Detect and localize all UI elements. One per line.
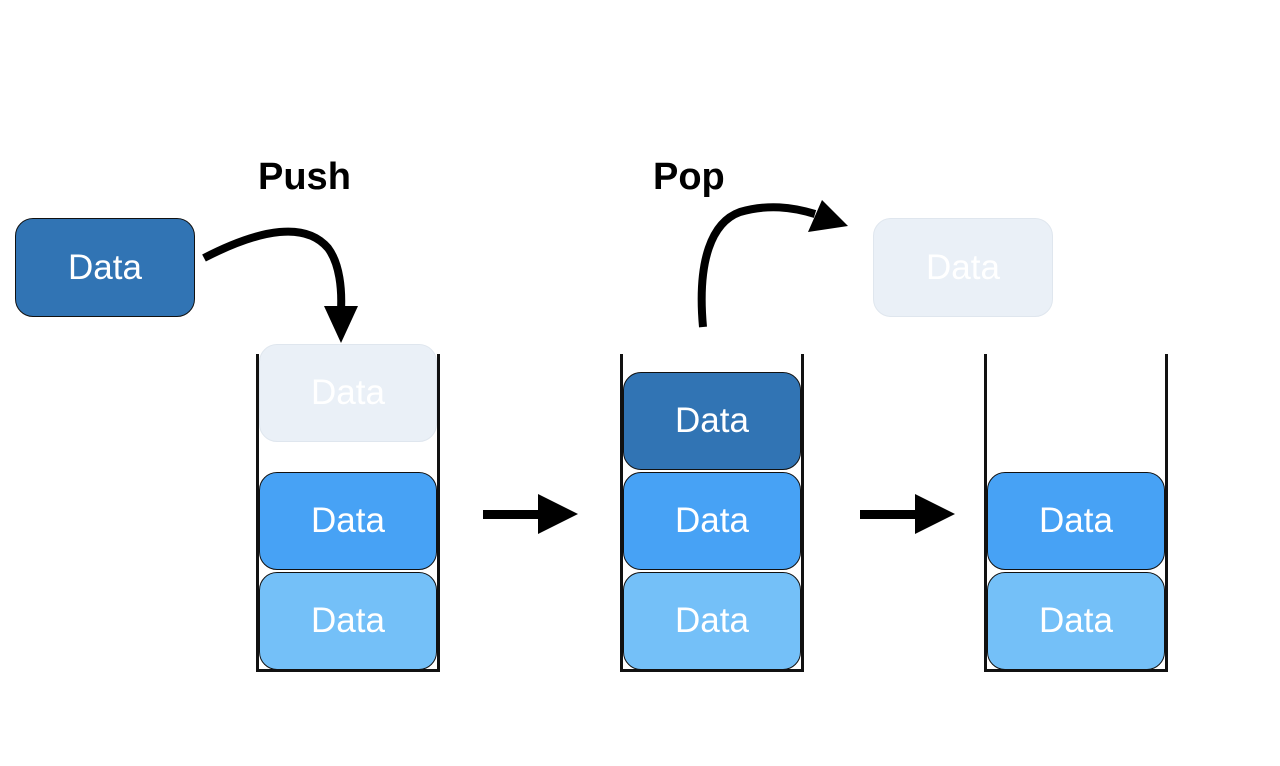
stack-container-after-pop [984, 354, 1168, 672]
incoming-data-block: Data [15, 218, 195, 317]
stack3-block-top: Data [987, 472, 1165, 570]
stack1-block-bottom: Data [259, 572, 437, 670]
push-label: Push [258, 156, 351, 198]
pop-curved-arrow [697, 200, 848, 328]
popped-data-block: Data [873, 218, 1053, 317]
stack1-block-top-ghost: Data [259, 344, 437, 442]
pop-label: Pop [653, 156, 725, 198]
stack3-block-bottom: Data [987, 572, 1165, 670]
transition-arrow-2 [860, 494, 955, 534]
transition-arrow-1 [483, 494, 578, 534]
stack1-block-middle: Data [259, 472, 437, 570]
stack2-block-bottom: Data [623, 572, 801, 670]
stack-container-after-push [620, 354, 804, 672]
stack2-block-top: Data [623, 372, 801, 470]
push-curved-arrow [202, 227, 358, 343]
stack2-block-middle: Data [623, 472, 801, 570]
stack-container-before [256, 354, 440, 672]
